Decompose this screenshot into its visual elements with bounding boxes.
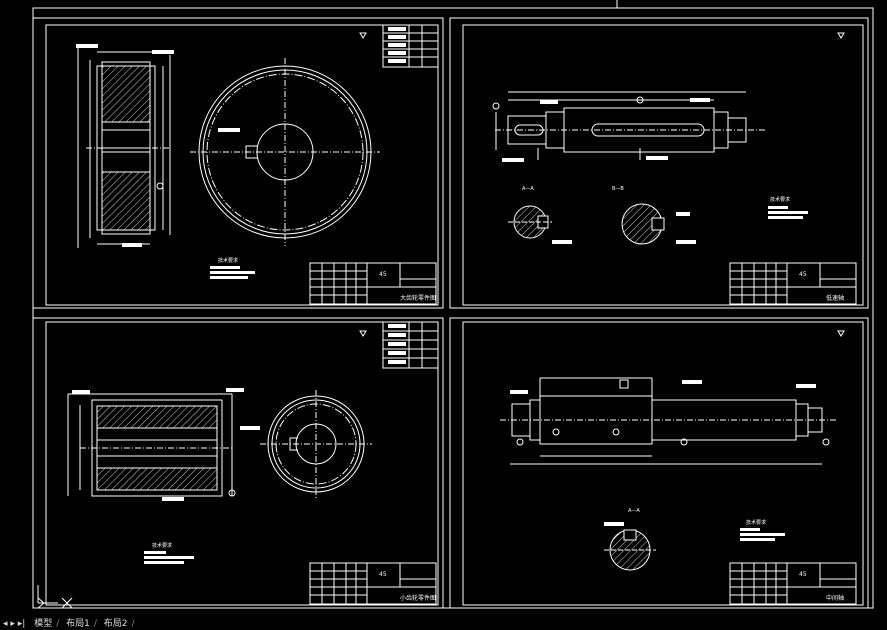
layout-tabs: ◂ ▸ ▸| 模型/ 布局1/ 布局2/ xyxy=(0,618,887,630)
section-a-a: A—A xyxy=(508,186,572,244)
tech-heading: 技术要求 xyxy=(218,257,238,264)
roughness-symbol xyxy=(837,330,845,337)
tab-layout2[interactable]: 布局2 xyxy=(103,619,128,629)
section-a-a: A—A xyxy=(604,508,656,571)
drawing-title: 低速轴 xyxy=(826,294,844,302)
material-label: 45 xyxy=(379,571,387,578)
tech-heading: 技术要求 xyxy=(746,519,766,526)
section-b-label: B—B xyxy=(612,186,624,192)
title-block: 45 中间轴 xyxy=(729,562,857,605)
tab-model[interactable]: 模型 xyxy=(34,619,53,629)
drawing-title: 中间轴 xyxy=(826,594,844,602)
tech-requirements: 技术要求 xyxy=(144,542,194,564)
tech-requirements: 技术要求 xyxy=(210,257,255,279)
shaft-main-view xyxy=(500,377,838,465)
title-block: 45 小齿轮零件图 xyxy=(309,562,437,605)
material-label: 45 xyxy=(379,271,387,278)
sheet-shaft-output[interactable]: A—A B—B 技术要求 xyxy=(449,17,869,309)
gear-param-table xyxy=(382,321,439,369)
roughness-symbol xyxy=(837,32,845,39)
material-label: 45 xyxy=(799,271,807,278)
roughness-symbol xyxy=(359,32,367,39)
section-b-b: B—B xyxy=(612,186,696,245)
tech-heading: 技术要求 xyxy=(770,196,790,203)
material-label: 45 xyxy=(799,571,807,578)
gear-section-view xyxy=(76,44,174,248)
gear-front-view xyxy=(190,58,380,246)
tab-layout1[interactable]: 布局1 xyxy=(66,619,90,629)
sheet-gear-small[interactable]: 技术要求 45 小齿轮零件图 xyxy=(32,317,444,609)
section-a-label: A—A xyxy=(522,186,534,192)
ucs-icon xyxy=(37,585,73,609)
title-block: 45 低速轴 xyxy=(729,262,857,305)
tab-nav-arrows[interactable]: ◂ ▸ ▸| xyxy=(3,619,26,629)
drawing-title: 大齿轮零件图 xyxy=(400,294,436,302)
section-a-label: A—A xyxy=(628,508,640,514)
roughness-symbol xyxy=(359,330,367,337)
gear-section-view xyxy=(67,388,244,501)
gear-param-table xyxy=(382,24,439,68)
shaft-main-view xyxy=(492,91,765,162)
sheet-gear-large[interactable]: 技术要求 45 大齿轮零件图 xyxy=(32,17,444,309)
drawing-title: 小齿轮零件图 xyxy=(400,594,436,602)
sheet-shaft-mid[interactable]: A—A 技术要求 45 中间轴 xyxy=(449,317,869,609)
tech-heading: 技术要求 xyxy=(152,542,172,549)
tech-requirements: 技术要求 xyxy=(740,519,785,541)
tech-requirements: 技术要求 xyxy=(768,196,808,219)
title-block: 45 大齿轮零件图 xyxy=(309,262,437,305)
gear-front-view xyxy=(240,390,372,498)
